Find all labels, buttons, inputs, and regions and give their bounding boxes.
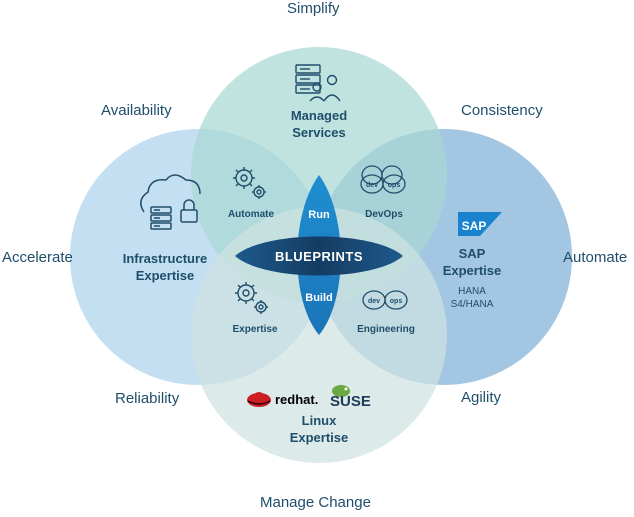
managed-services-line2: Services xyxy=(292,125,346,140)
sap-sub2: S4/HANA xyxy=(451,299,494,310)
label-simplify: Simplify xyxy=(287,0,340,17)
label-manage-change: Manage Change xyxy=(260,494,371,511)
label-reliability: Reliability xyxy=(115,390,180,407)
overlap-engineering: Engineering xyxy=(357,324,415,335)
managed-services-line1: Managed xyxy=(291,108,347,123)
sap-sub1: HANA xyxy=(458,286,486,297)
label-automate: Automate xyxy=(563,249,628,266)
devops-badge-right: ops xyxy=(390,298,403,305)
build-label: Build xyxy=(305,292,333,304)
devops-icon: dev ops xyxy=(360,165,406,194)
suse-text: SUSE xyxy=(330,393,371,410)
blueprints-title: BLUEPRINTS xyxy=(275,249,363,264)
label-agility: Agility xyxy=(461,389,502,406)
suse-logo: SUSE xyxy=(330,385,371,410)
run-label: Run xyxy=(308,209,330,221)
redhat-text: redhat. xyxy=(275,392,318,407)
linux-line1: Linux xyxy=(302,413,337,428)
devops-badge-left: dev xyxy=(368,298,380,305)
gears-icon xyxy=(233,167,266,199)
overlap-automate: Automate xyxy=(228,209,275,220)
infrastructure-line2: Expertise xyxy=(136,268,195,283)
infrastructure-line1: Infrastructure xyxy=(123,251,208,266)
sap-logo-text: SAP xyxy=(462,219,487,233)
sap-line2: Expertise xyxy=(443,263,502,278)
sap-line1: SAP xyxy=(459,246,486,261)
server-people-icon xyxy=(295,64,341,102)
label-availability: Availability xyxy=(101,102,172,119)
blueprints-band xyxy=(235,236,403,276)
gears-icon xyxy=(235,282,268,314)
devops-badge-left: dev xyxy=(366,182,378,189)
overlap-devops: DevOps xyxy=(365,209,403,220)
label-consistency: Consistency xyxy=(461,102,543,119)
sap-logo: SAP xyxy=(458,212,502,236)
linux-line2: Expertise xyxy=(290,430,349,445)
cloud-server-lock-icon xyxy=(140,174,201,230)
redhat-logo: redhat. xyxy=(247,392,318,407)
devops-icon: dev ops xyxy=(362,290,408,310)
overlap-expertise: Expertise xyxy=(232,324,277,335)
label-accelerate: Accelerate xyxy=(2,249,73,266)
devops-badge-right: ops xyxy=(388,182,401,189)
